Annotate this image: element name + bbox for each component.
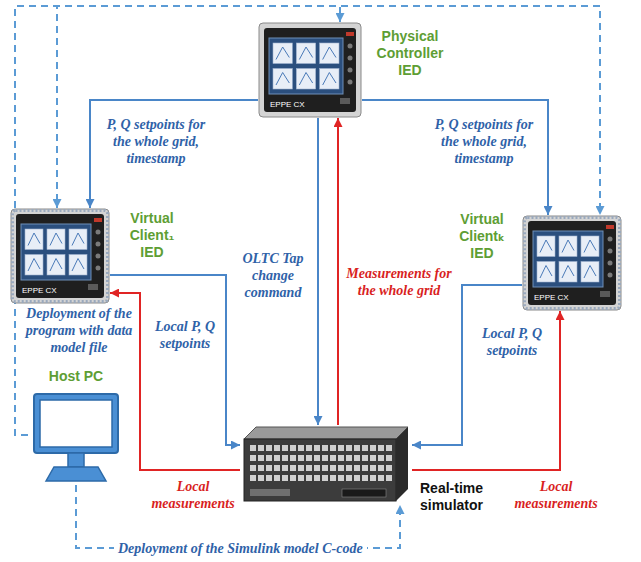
device-model-tag: EPPE CX	[270, 100, 305, 109]
device-name: Virtual Clientₖ IED	[448, 211, 516, 262]
deployment-connector	[76, 485, 400, 548]
connector-label: Local measurements	[506, 478, 606, 512]
device-illustration	[240, 425, 412, 505]
device-name: Host PC	[28, 368, 124, 385]
connector-label: Deployment of the program with data mode…	[20, 305, 138, 356]
device-name: Real-time simulator	[420, 480, 500, 514]
connector-label: Deployment of the Simulink model C-code	[114, 540, 367, 557]
ied-device: Physical Controller IEDEPPE CX	[258, 22, 362, 118]
deployment-connector	[15, 6, 340, 435]
deployment-connector	[15, 6, 600, 435]
connector-label: Measurements for the whole grid	[346, 265, 452, 299]
connector-label: OLTC Tap change command	[232, 250, 314, 301]
connector-label: P, Q setpoints for the whole grid, times…	[428, 116, 540, 167]
simulator-device: Real-time simulator	[240, 425, 412, 505]
host-pc: Host PC	[28, 390, 124, 485]
signal-connector	[412, 285, 522, 445]
signal-connector	[110, 275, 240, 445]
device-name: Virtual Client₁ IED	[118, 210, 186, 261]
signal-connector	[337, 118, 339, 425]
connector-label: Local P, Q setpoints	[147, 318, 223, 352]
connector-label: Local measurements	[144, 478, 242, 512]
signal-connector	[412, 311, 560, 470]
signal-connector	[362, 100, 548, 215]
connector-label: Local P, Q setpoints	[470, 325, 554, 359]
device-name: Physical Controller IED	[370, 28, 450, 79]
ied-device: Virtual Clientₖ IEDEPPE CX	[522, 215, 622, 311]
device-model-tag: EPPE CX	[534, 293, 569, 302]
signal-connector	[317, 118, 319, 425]
device-illustration	[28, 390, 124, 485]
ied-device: Virtual Client₁ IEDEPPE CX	[10, 208, 110, 304]
signal-connector	[90, 100, 258, 208]
device-model-tag: EPPE CX	[22, 286, 57, 295]
connector-label: P, Q setpoints for the whole grid, times…	[100, 116, 212, 167]
